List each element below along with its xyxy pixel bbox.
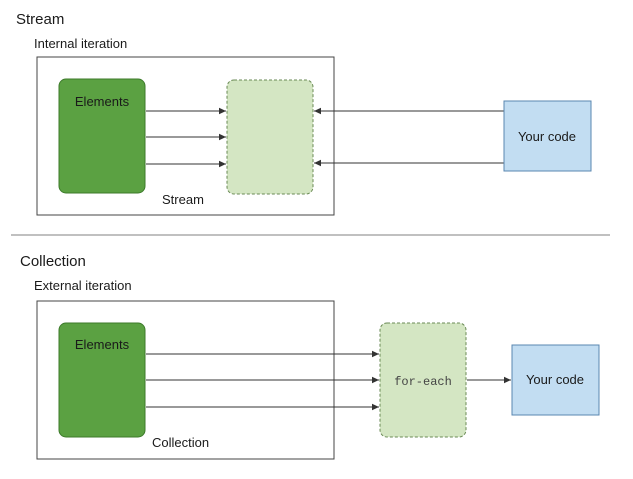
- stream-dashed-box: [226, 79, 314, 195]
- collection-foreach-box: [379, 322, 467, 438]
- stream-section: Stream Internal iteration Elements Strea…: [16, 11, 592, 216]
- collection-title: Collection: [20, 253, 86, 270]
- stream-elements-label: Elements: [75, 94, 130, 109]
- stream-your-code-box: [503, 100, 592, 172]
- collection-container-label: Collection: [152, 435, 209, 450]
- collection-foreach-label: for-each: [394, 375, 452, 389]
- collection-subtitle: External iteration: [34, 278, 132, 293]
- stream-subtitle: Internal iteration: [34, 36, 127, 51]
- collection-elements-box: [58, 322, 146, 438]
- stream-elements-box: [58, 78, 146, 194]
- collection-your-code-label: Your code: [526, 372, 584, 387]
- stream-title: Stream: [16, 11, 64, 28]
- stream-your-code-label: Your code: [518, 129, 576, 144]
- collection-elements-label: Elements: [75, 337, 130, 352]
- collection-your-code-box: [511, 344, 600, 416]
- collection-section: Collection External iteration Elements C…: [20, 253, 600, 460]
- stream-container-label: Stream: [162, 192, 204, 207]
